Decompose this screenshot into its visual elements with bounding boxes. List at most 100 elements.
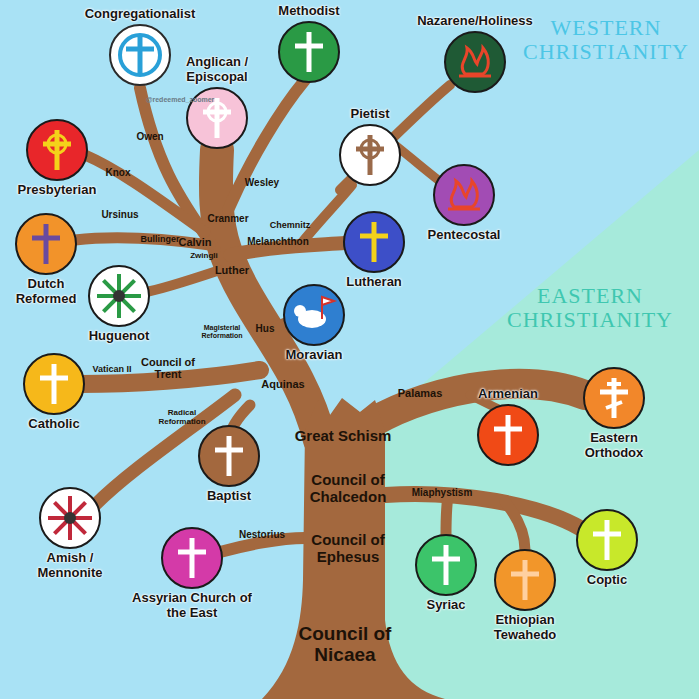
circle-border (16, 214, 76, 274)
lamb-head (294, 305, 306, 317)
cross-vertical (372, 222, 377, 262)
icon-circle (185, 86, 249, 150)
flame-base (448, 208, 480, 211)
circle-border (584, 368, 644, 428)
denomination-node: Baptist (197, 424, 261, 505)
branch-label: Knox (106, 167, 131, 178)
denomination-node: Nazarene/Holiness (415, 13, 535, 94)
branch-label: Aquinas (261, 378, 304, 390)
denomination-name: Ethiopian Tewahedo (478, 612, 572, 644)
denomination-name: Baptist (205, 488, 253, 505)
cross-vertical (605, 520, 610, 560)
branch-label: Nestorius (239, 529, 285, 540)
cross-vertical (506, 415, 511, 455)
branch-label: Calvin (178, 236, 211, 248)
circle-border (40, 488, 100, 548)
cross-horizontal (215, 448, 243, 453)
circle-border (199, 426, 259, 486)
denomination-name: Dutch Reformed (9, 276, 83, 308)
icon-circle (14, 212, 78, 276)
star-center (113, 290, 125, 302)
icon-circle (160, 526, 224, 590)
cross-horizontal (432, 557, 460, 562)
branch-label: Council of Chalcedon (298, 472, 398, 505)
icon-circle (87, 264, 151, 328)
cross-horizontal (511, 572, 539, 577)
flame-symbol (462, 48, 488, 74)
icon-circle (443, 30, 507, 94)
denomination-node: Eastern Orthodox (572, 366, 656, 462)
icon-circle (108, 23, 172, 87)
cross-horizontal (494, 427, 522, 432)
branch-label: Miaphystism (412, 487, 473, 498)
cross-horizontal (32, 236, 60, 241)
cross-ring (208, 103, 226, 121)
denomination-name: Methodist (276, 3, 341, 20)
denomination-node: Amish / Mennonite (28, 486, 112, 582)
circle-border (24, 354, 84, 414)
cross-horizontal (295, 43, 323, 48)
denomination-name: Amish / Mennonite (28, 550, 112, 582)
denomination-name: Huguenot (87, 328, 152, 345)
cross-vertical (306, 32, 311, 72)
flame-base (459, 75, 491, 78)
branch-label: Vatican II (92, 365, 131, 375)
cross-horizontal (600, 390, 628, 395)
denomination-node: Ethiopian Tewahedo (478, 548, 572, 644)
lamb-banner (322, 297, 334, 319)
denomination-node: Dutch Reformed (9, 212, 83, 308)
cross-bar (606, 402, 622, 408)
circle-border (445, 32, 505, 92)
branch-label: Ursinus (101, 209, 138, 220)
cross-vertical (190, 538, 195, 578)
circle-border (162, 528, 222, 588)
circle-border (434, 165, 494, 225)
branch-label: Hus (256, 323, 275, 334)
eastern-region (360, 150, 699, 699)
cross-bar (607, 382, 621, 386)
denomination-node: Coptic (575, 508, 639, 589)
cross-vertical (52, 364, 57, 404)
branch-label: Owen (136, 131, 163, 142)
denomination-name: Pietist (348, 106, 391, 123)
trunk (262, 398, 445, 699)
denomination-name: Presbyterian (16, 182, 99, 199)
branch-label: Zwingli (190, 252, 218, 261)
icon-circle (432, 163, 496, 227)
branch-label: Great Schism (295, 428, 392, 445)
denomination-name: Syriac (424, 597, 467, 614)
cross-horizontal (593, 532, 621, 537)
cross-vertical (444, 545, 449, 585)
denomination-name: Armenian (476, 386, 540, 403)
denomination-name: Catholic (26, 416, 81, 433)
icon-circle (38, 486, 102, 550)
circle-border (577, 510, 637, 570)
cross-vertical (44, 224, 49, 264)
branch-label: Bullinger (140, 235, 179, 245)
denomination-node: Syriac (414, 533, 478, 614)
branch-label: Radical Reformation (152, 409, 212, 427)
cross-ring (120, 35, 160, 75)
cross-vertical (137, 35, 142, 75)
cross-horizontal (360, 234, 388, 239)
icon-circle (197, 424, 261, 488)
icon-circle (493, 548, 557, 612)
cross-horizontal (126, 47, 154, 52)
denomination-node: Huguenot (87, 264, 152, 345)
star-center (64, 512, 76, 524)
denomination-name: Coptic (585, 572, 629, 589)
cross-ring (361, 140, 379, 158)
icon-circle (342, 210, 406, 274)
denomination-node: Lutheran (342, 210, 406, 291)
branch-label: Melanchthon (247, 236, 309, 247)
branch-label: Chemnitz (270, 221, 311, 231)
branch-label: Council of Trent (138, 356, 198, 380)
icon-circle (582, 366, 646, 430)
cross-vertical (523, 560, 528, 600)
flame-symbol (451, 181, 477, 207)
branch-label: Council of Nicaea (290, 624, 400, 666)
region-title: EASTERN CHRISTIANITY (507, 284, 673, 332)
icon-circle (414, 533, 478, 597)
icon-circle (575, 508, 639, 572)
